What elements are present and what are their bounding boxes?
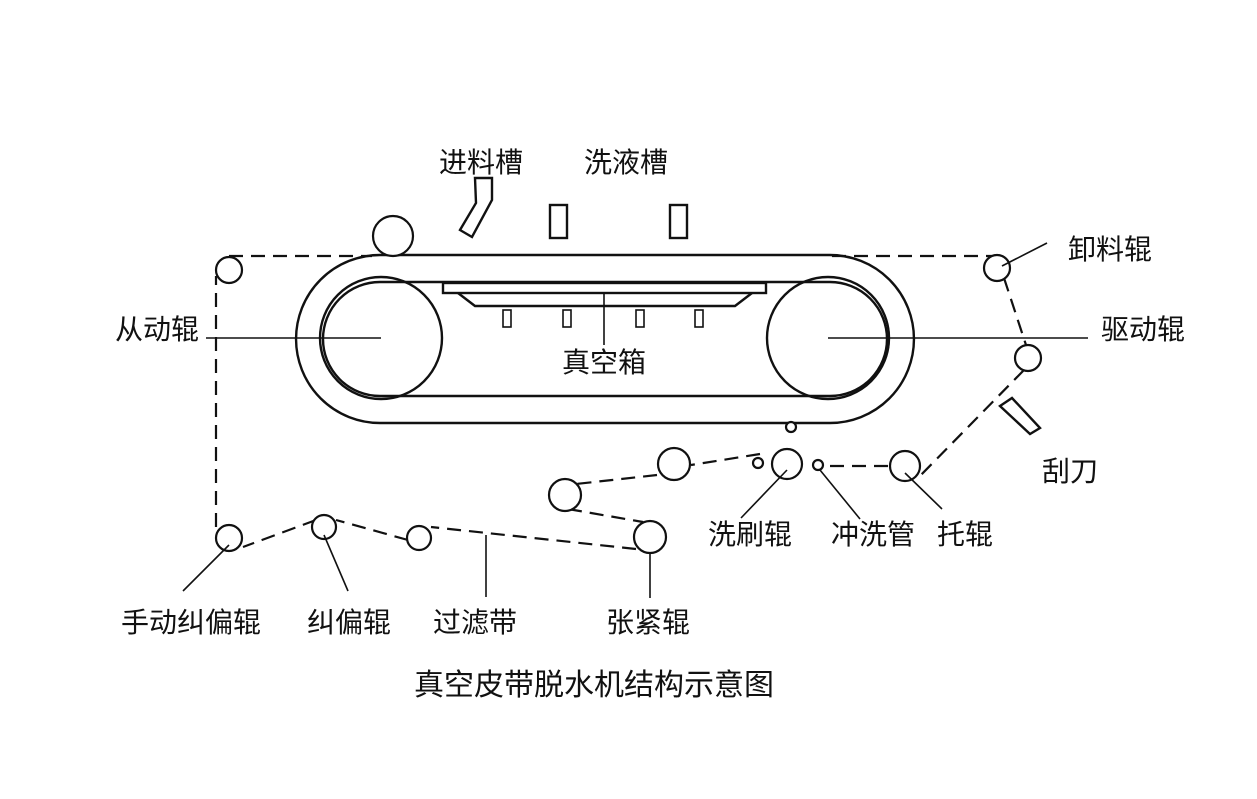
left-guide-roller — [547, 477, 583, 513]
drive-roller-label: 驱动辊 — [1101, 313, 1185, 346]
flush-pipe-left — [751, 456, 765, 470]
small-pipe — [784, 420, 798, 434]
vacuum-box — [441, 281, 768, 345]
discharge-roller-label: 卸料辊 — [1068, 233, 1152, 266]
flush-pipe-label: 冲洗管 — [831, 518, 915, 551]
tension-roller-label: 张紧辊 — [606, 606, 690, 639]
feed-trough-label: 进料槽 — [439, 146, 523, 179]
main-belt-outer — [294, 253, 916, 425]
brush-roller — [770, 447, 804, 481]
scraper-blade — [998, 396, 1042, 436]
support-roller-label: 托辊 — [937, 518, 993, 551]
filter-belt-label: 过滤带 — [433, 606, 517, 639]
return-roller — [1013, 343, 1043, 373]
scraper-label: 刮刀 — [1042, 455, 1098, 488]
top-roller — [371, 214, 415, 258]
top-left-roller — [214, 255, 244, 285]
feed-trough-chute — [458, 176, 494, 239]
wash-trough-2 — [668, 203, 689, 240]
discharge-roller — [982, 253, 1012, 283]
support-roller — [888, 449, 922, 483]
wash-trough-1 — [548, 203, 569, 240]
correction-roller — [310, 513, 338, 541]
lower-guide-roller — [405, 524, 433, 552]
wash-trough-label: 洗液槽 — [584, 146, 668, 179]
manual-correction-roller — [214, 523, 244, 553]
tension-roller — [632, 519, 668, 555]
correction-roller-label: 纠偏辊 — [307, 606, 391, 639]
vacuum-box-label: 真空箱 — [562, 346, 646, 379]
flush-pipe-right — [811, 458, 825, 472]
main-belt-inner — [321, 280, 889, 398]
brush-roller-label: 洗刷辊 — [708, 518, 792, 551]
manual-correction-roller-label: 手动纠偏辊 — [121, 606, 261, 639]
leader-lines — [182, 242, 1088, 598]
upper-guide-roller — [656, 446, 692, 482]
diagram-caption: 真空皮带脱水机结构示意图 — [414, 668, 774, 703]
driven-roller-label: 从动辊 — [115, 313, 199, 346]
